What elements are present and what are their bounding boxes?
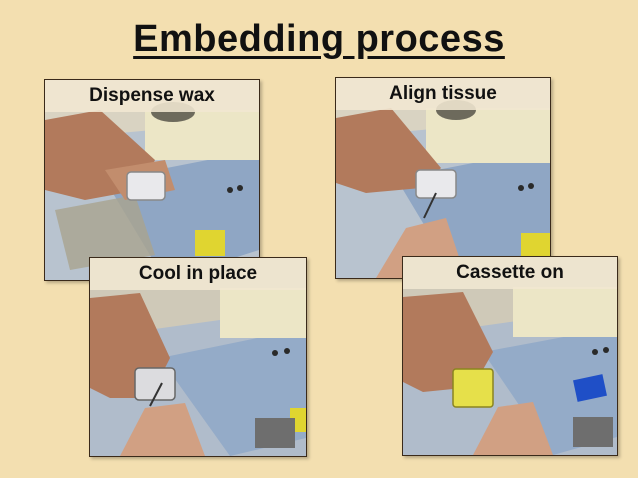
photo-cool-in-place: Cool in place <box>89 257 307 457</box>
photo-dispense-wax: Dispense wax <box>44 79 260 281</box>
photo-dispense-wax-image <box>45 80 259 280</box>
photo-cassette-on-image <box>403 257 617 455</box>
caption-cassette-on: Cassette on <box>403 257 617 289</box>
photo-cassette-on: Cassette on <box>402 256 618 456</box>
caption-cool-in-place: Cool in place <box>90 258 306 290</box>
caption-dispense-wax: Dispense wax <box>45 80 259 112</box>
slide-title: Embedding process <box>133 18 505 60</box>
photo-cool-in-place-image <box>90 258 306 456</box>
photo-align-tissue: Align tissue <box>335 77 551 279</box>
caption-align-tissue: Align tissue <box>336 78 550 110</box>
